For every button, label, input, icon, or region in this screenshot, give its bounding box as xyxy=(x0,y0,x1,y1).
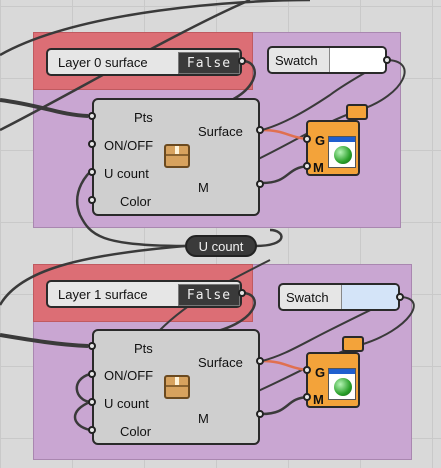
balloon-icon xyxy=(346,104,368,120)
wire xyxy=(76,171,186,248)
input-pts[interactable]: Pts xyxy=(134,110,153,125)
boolean-toggle-layer-0[interactable]: Layer 0 surface False xyxy=(46,48,242,76)
grip-surface[interactable] xyxy=(256,357,264,365)
toggle-output-grip[interactable] xyxy=(238,57,246,65)
input-on-off[interactable]: ON/OFF xyxy=(104,368,154,383)
input-color[interactable]: Color xyxy=(120,424,152,439)
toggle-label: Layer 0 surface xyxy=(58,54,148,70)
custom-preview-icon xyxy=(328,136,356,168)
output-m[interactable]: M xyxy=(198,180,209,195)
input-pts[interactable]: Pts xyxy=(134,341,153,356)
toggle-value[interactable]: False xyxy=(178,52,240,74)
cluster-component-layer-0[interactable]: Pts ON/OFF U count Color Surface M xyxy=(92,98,260,216)
grip-pts[interactable] xyxy=(88,342,96,350)
u-count-relay[interactable]: U count xyxy=(185,235,257,257)
toggle-label: Layer 1 surface xyxy=(58,286,148,302)
grip-color[interactable] xyxy=(88,196,96,204)
color-swatch-layer-0[interactable]: Swatch xyxy=(267,46,387,74)
grip-m[interactable] xyxy=(256,180,264,188)
color-swatch-layer-1[interactable]: Swatch xyxy=(278,283,400,311)
swatch-label: Swatch xyxy=(275,52,318,68)
custom-preview-layer-0[interactable]: G M xyxy=(306,120,360,176)
wire xyxy=(261,164,309,185)
custom-preview-layer-1[interactable]: G M xyxy=(306,352,360,408)
toggle-value[interactable]: False xyxy=(178,284,240,306)
wire xyxy=(0,333,89,348)
package-icon xyxy=(164,144,190,168)
output-surface[interactable]: Surface xyxy=(198,355,243,370)
grip-on-off[interactable] xyxy=(88,370,96,378)
wire xyxy=(254,228,283,248)
wire xyxy=(75,372,91,404)
grip-pts[interactable] xyxy=(88,112,96,120)
swatch-output-grip[interactable] xyxy=(396,293,404,301)
cluster-component-layer-1[interactable]: Pts ON/OFF U count Color Surface M xyxy=(92,329,260,445)
input-on-off[interactable]: ON/OFF xyxy=(104,138,154,153)
toggle-output-grip[interactable] xyxy=(238,289,246,297)
preview-input-m[interactable]: M xyxy=(313,392,324,407)
input-color[interactable]: Color xyxy=(120,194,152,209)
grip-u-count[interactable] xyxy=(88,168,96,176)
grip-surface[interactable] xyxy=(256,126,264,134)
output-m[interactable]: M xyxy=(198,411,209,426)
swatch-label: Swatch xyxy=(286,289,329,305)
swatch-color[interactable] xyxy=(341,285,398,309)
grip-preview-m[interactable] xyxy=(303,162,311,170)
wire xyxy=(73,400,91,432)
output-surface[interactable]: Surface xyxy=(198,124,243,139)
input-u-count[interactable]: U count xyxy=(104,166,149,181)
swatch-output-grip[interactable] xyxy=(383,56,391,64)
preview-input-g[interactable]: G xyxy=(315,133,326,148)
package-icon xyxy=(164,375,190,399)
wire xyxy=(0,0,311,57)
relay-label: U count xyxy=(198,238,244,254)
custom-preview-icon xyxy=(328,368,356,400)
grip-m[interactable] xyxy=(256,410,264,418)
grip-preview-g[interactable] xyxy=(303,366,311,374)
wire-selected xyxy=(261,128,309,141)
grip-preview-g[interactable] xyxy=(303,135,311,143)
grip-on-off[interactable] xyxy=(88,140,96,148)
swatch-color[interactable] xyxy=(329,48,385,72)
boolean-toggle-layer-1[interactable]: Layer 1 surface False xyxy=(46,280,242,308)
wire xyxy=(0,98,89,118)
preview-input-g[interactable]: G xyxy=(315,365,326,380)
grip-preview-m[interactable] xyxy=(303,393,311,401)
wire xyxy=(261,395,309,416)
grip-color[interactable] xyxy=(88,426,96,434)
balloon-icon xyxy=(342,336,364,352)
grip-u-count[interactable] xyxy=(88,398,96,406)
preview-input-m[interactable]: M xyxy=(313,160,324,175)
wire-selected xyxy=(261,359,309,372)
wire xyxy=(0,244,186,306)
input-u-count[interactable]: U count xyxy=(104,396,149,411)
